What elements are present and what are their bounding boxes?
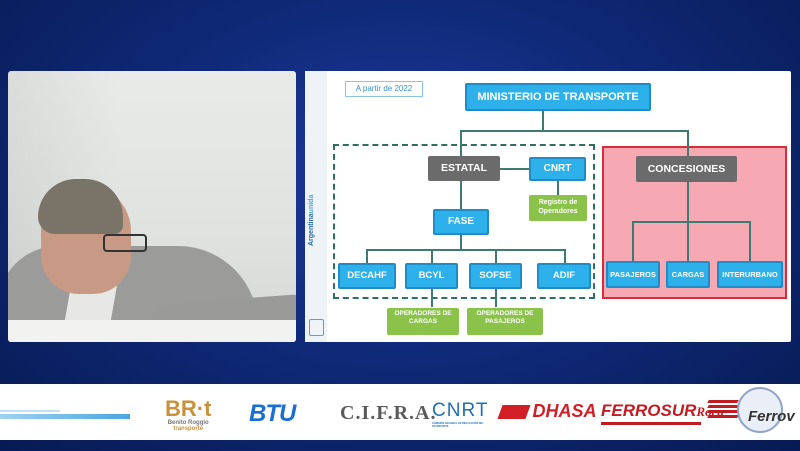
slide-side-strip: Argentinaunida (305, 71, 327, 342)
node-interurbano: INTERURBANO (717, 261, 783, 288)
sponsors-banner: BR·t Benito Roggio transporte BTU C.I.F.… (0, 384, 800, 440)
connector (557, 181, 559, 195)
connector (687, 221, 689, 261)
brt-logo-subtitle: Benito Roggio (167, 420, 209, 426)
connector (460, 130, 688, 132)
brt-logo-text: BR·t (165, 396, 212, 421)
ferrov-stripes-icon (707, 398, 739, 422)
dhasa-emblem-icon (497, 404, 531, 419)
dhasa-logo: DHASA (497, 401, 597, 422)
node-pasajeros: PASAJEROS (606, 261, 660, 288)
ferrosur-underline (601, 422, 701, 425)
cnrt-logo-text: CNRT (432, 400, 489, 421)
brand-accent-text: unida (308, 194, 315, 214)
node-sofse: SOFSE (469, 263, 522, 289)
connector (564, 249, 566, 263)
connector (431, 289, 433, 307)
connector (499, 168, 529, 170)
estatal-group-frame (333, 144, 595, 299)
connector (632, 221, 634, 261)
connector (460, 130, 462, 156)
speaker-glasses (103, 234, 147, 252)
cnrt-logo-subtitle: COMISIÓN NACIONAL DE REGULACIÓN DEL TRAN… (432, 422, 484, 428)
presentation-slide: Argentinaunida A partir de 2022 MINISTER… (305, 71, 791, 342)
connector (366, 249, 566, 251)
globe-emblem-icon (737, 387, 783, 433)
node-fase: FASE (433, 209, 489, 235)
node-estatal: ESTATAL (428, 156, 500, 181)
connector (632, 221, 750, 223)
decorative-stripe (0, 414, 130, 419)
node-cargas: CARGAS (666, 261, 710, 288)
brt-logo: BR·t Benito Roggio transporte (165, 396, 212, 433)
argentina-unida-logo: Argentinaunida (308, 195, 315, 246)
node-adif: ADIF (537, 263, 591, 289)
node-registro-operadores: Registro de Operadores (529, 195, 587, 221)
node-operadores-cargas: OPERADORES DE CARGAS (387, 308, 459, 335)
decorative-stripe (0, 410, 60, 412)
connector (495, 289, 497, 307)
connector (687, 130, 689, 156)
connector (687, 181, 689, 221)
btu-logo: BTU (249, 400, 296, 427)
connector (749, 221, 751, 261)
node-cnrt: CNRT (529, 157, 586, 181)
brt-logo-subtitle2: transporte (173, 426, 204, 432)
connector (460, 181, 462, 209)
node-decahf: DECAHF (338, 263, 396, 289)
brand-text: Argentina (308, 213, 315, 246)
cifra-logo: C.I.F.R.A. (340, 402, 437, 424)
ferrosur-roca-logo: FERROSURRoca (601, 401, 724, 425)
node-concesiones: CONCESIONES (636, 156, 737, 182)
speaker-video (8, 71, 296, 342)
node-operadores-pasajeros: OPERADORES DE PASAJEROS (467, 308, 543, 335)
node-bcyl: BCYL (405, 263, 458, 289)
cnrt-logo: CNRT COMISIÓN NACIONAL DE REGULACIÓN DEL… (432, 400, 488, 428)
connector (495, 249, 497, 263)
desk (8, 320, 296, 342)
ferrosur-logo-text: FERROSUR (601, 401, 697, 420)
connector (366, 249, 368, 263)
connector (542, 111, 544, 131)
ferrov-logo-text: Ferrov (748, 408, 795, 425)
speaker-hair (38, 179, 123, 234)
date-label: A partir de 2022 (345, 81, 423, 97)
dhasa-logo-text: DHASA (532, 401, 597, 421)
shield-icon (309, 319, 324, 336)
connector (460, 235, 462, 250)
node-ministerio: MINISTERIO DE TRANSPORTE (465, 83, 651, 111)
connector (431, 249, 433, 263)
